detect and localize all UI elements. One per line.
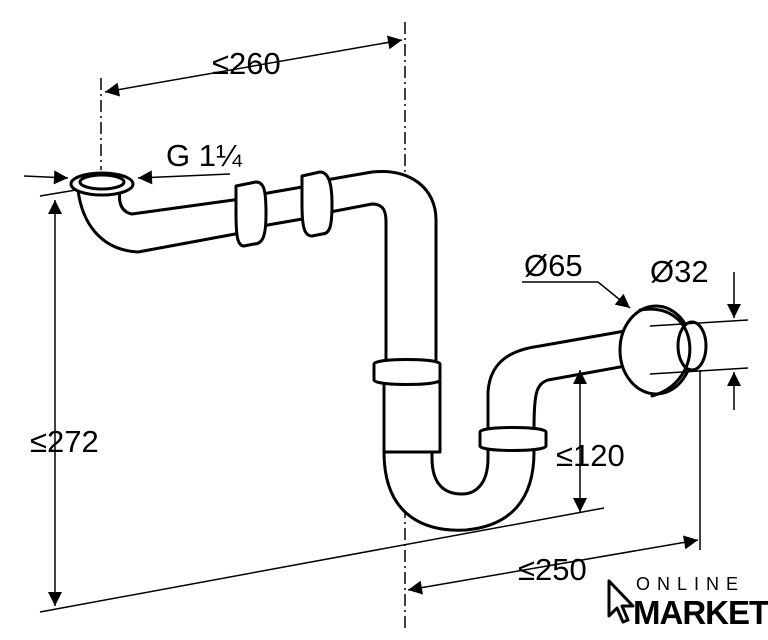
dimension-lines	[23, 35, 749, 613]
center-lines	[100, 22, 406, 632]
logo-top-text: ONLINE	[636, 574, 746, 594]
siphon-pipe	[69, 169, 708, 532]
cursor-icon	[607, 579, 635, 624]
logo-bottom-text: MARKET	[633, 594, 768, 631]
dimension-line-250	[407, 535, 699, 595]
label-width-260: ≤260	[212, 46, 281, 81]
leader-d65	[522, 281, 631, 309]
label-thread-size: G 1¼	[166, 138, 243, 173]
label-diameter-65: Ø65	[524, 248, 583, 283]
dimension-line-260	[104, 35, 403, 97]
label-height-272: ≤272	[30, 424, 99, 459]
label-height-120: ≤120	[556, 438, 625, 473]
label-diameter-32: Ø32	[650, 254, 709, 289]
label-width-250: ≤250	[518, 552, 587, 587]
online-market-logo: ONLINE MARKET	[606, 574, 768, 632]
